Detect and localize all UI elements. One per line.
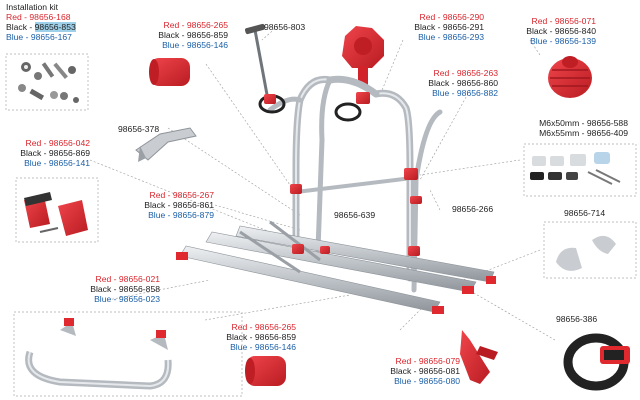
clamp-blue: Blue - 98656-879 (148, 210, 214, 220)
rail-left-black: Black - 98656-858 (90, 284, 160, 294)
bracket-code: 98656-266 (452, 204, 494, 214)
frame-top-black: Black - 98656-860 (428, 78, 498, 88)
strap-part (563, 333, 630, 391)
leader-lines (89, 25, 556, 341)
knob-right-blue: Blue - 98656-139 (530, 36, 596, 46)
knob-black: Black - 98656-291 (414, 22, 484, 32)
cap-top-blue: Blue - 98656-146 (162, 40, 228, 50)
installation-kit-box (5, 53, 89, 111)
installation-kit-blue: Blue - 98656-167 (6, 32, 72, 42)
cap-bottom-blue: Blue - 98656-146 (230, 342, 296, 352)
wheel-stop-black: Black - 98656-081 (390, 366, 460, 376)
m6-55-code: M6x55mm - 98656-409 (539, 128, 628, 138)
side-left-black: Black - 98656-869 (20, 148, 90, 158)
knob-label: Red - 98656-290 Black - 98656-291 Blue -… (392, 12, 484, 42)
knob-right-black: Black - 98656-840 (526, 26, 596, 36)
holder-code: 98656-378 (118, 124, 160, 134)
installation-kit-red: Red - 98656-168 (6, 12, 71, 22)
cap-top-part (149, 58, 190, 86)
side-left-box (15, 177, 99, 243)
side-left-red: Red - 98656-042 (25, 138, 91, 148)
installation-kit-black-code: 98656-853 (34, 22, 76, 32)
cap-bottom-black: Black - 98656-859 (226, 332, 296, 342)
clamp-label: Red - 98656-267 Black - 98656-861 Blue -… (122, 190, 214, 220)
rail-left-red: Red - 98656-021 (95, 274, 161, 284)
m6-label: M6x50mm - 98656-588 M6x55mm - 98656-409 (516, 118, 628, 138)
cap-top-black: Black - 98656-859 (158, 30, 228, 40)
wheel-stop-label: Red - 98656-079 Black - 98656-081 Blue -… (360, 356, 460, 386)
rail-left-label: Red - 98656-021 Black - 98656-858 Blue -… (62, 274, 160, 304)
frame-top-blue: Blue - 98656-882 (432, 88, 498, 98)
wheel-stop-blue: Blue - 98656-080 (394, 376, 460, 386)
end-cap-box (543, 221, 637, 279)
wheel-stop-part (460, 330, 498, 384)
knob-right-part (548, 56, 592, 98)
wheel-stop-red: Red - 98656-079 (395, 356, 461, 366)
cap-bottom-part (245, 356, 286, 386)
m6-50-code: M6x50mm - 98656-588 (539, 118, 628, 128)
knob-right-red: Red - 98656-071 (531, 16, 597, 26)
bolt-code: 98656-803 (264, 22, 306, 32)
strap-code: 98656-386 (556, 314, 598, 324)
cap-top-label: Red - 98656-265 Black - 98656-859 Blue -… (128, 20, 228, 50)
knob-blue: Blue - 98656-293 (418, 32, 484, 42)
rail-left-box (13, 311, 243, 397)
installation-kit-title: Installation kit (6, 2, 59, 12)
rails (176, 220, 496, 314)
holder-part (135, 127, 197, 162)
installation-kit-label: Installation kit Red - 98656-168 Black -… (6, 2, 76, 42)
rail-left-blue: Blue - 98656-023 (94, 294, 160, 304)
rail-center-code: 98656-639 (334, 210, 376, 220)
cap-bottom-label: Red - 98656-265 Black - 98656-859 Blue -… (200, 322, 296, 352)
frame-top-label: Red - 98656-263 Black - 98656-860 Blue -… (406, 68, 498, 98)
installation-kit-black: Black - 98656-853 (6, 22, 76, 32)
side-left-label: Red - 98656-042 Black - 98656-869 Blue -… (2, 138, 90, 168)
cap-bottom-red: Red - 98656-265 (231, 322, 297, 332)
knob-part (342, 26, 384, 86)
carrier-frame (258, 75, 443, 293)
end-cap-code: 98656-714 (564, 208, 606, 218)
frame-top-red: Red - 98656-263 (433, 68, 499, 78)
clamp-red: Red - 98656-267 (149, 190, 215, 200)
knob-right-label: Red - 98656-071 Black - 98656-840 Blue -… (504, 16, 596, 46)
cap-top-red: Red - 98656-265 (163, 20, 229, 30)
m6-parts-box (523, 143, 637, 197)
red-brackets (264, 92, 422, 256)
bolt-part (245, 23, 270, 101)
side-left-blue: Blue - 98656-141 (24, 158, 90, 168)
installation-kit-black-prefix: Black - (6, 22, 35, 32)
knob-red: Red - 98656-290 (419, 12, 485, 22)
clamp-black: Black - 98656-861 (144, 200, 214, 210)
